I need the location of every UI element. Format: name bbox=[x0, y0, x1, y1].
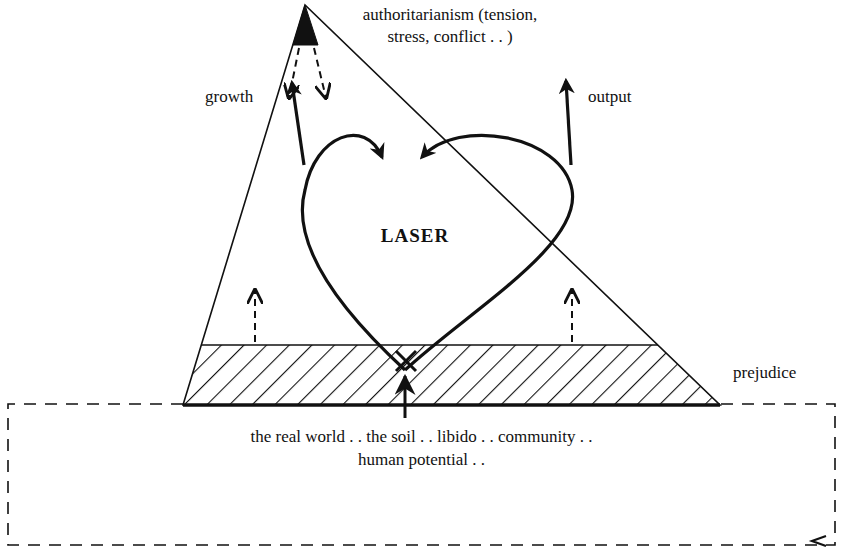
heart-stroke bbox=[566, 81, 571, 165]
triangle-base bbox=[183, 403, 720, 407]
heart-stroke bbox=[405, 135, 573, 370]
heart-title: LASER bbox=[290, 223, 540, 249]
dashed-arrow bbox=[254, 290, 256, 342]
real-world-box: the real world . . the soil . . libido .… bbox=[8, 404, 835, 545]
heart-shape: LASER bbox=[290, 95, 585, 370]
side-label: output bbox=[588, 86, 668, 108]
dashed-outline bbox=[8, 404, 835, 545]
band-line bbox=[201, 344, 658, 346]
apex-fill bbox=[293, 5, 318, 45]
heart-stroke bbox=[302, 135, 405, 370]
dashed-arrow bbox=[571, 290, 573, 342]
heart-stroke bbox=[292, 83, 304, 165]
triangle-outline bbox=[183, 5, 720, 405]
hatched-band bbox=[183, 345, 720, 405]
flow-arrow bbox=[404, 376, 407, 418]
outline-arrowhead bbox=[812, 536, 826, 546]
corner-label: prejudice bbox=[733, 362, 833, 384]
side-label: growth bbox=[205, 86, 285, 108]
cross-mark bbox=[396, 351, 416, 371]
box-text: the real world . . the soil . . libido .… bbox=[227, 404, 617, 472]
dashed-arrow bbox=[314, 48, 326, 98]
apex-label: authoritarianism (tension, stress, confl… bbox=[345, 4, 555, 48]
